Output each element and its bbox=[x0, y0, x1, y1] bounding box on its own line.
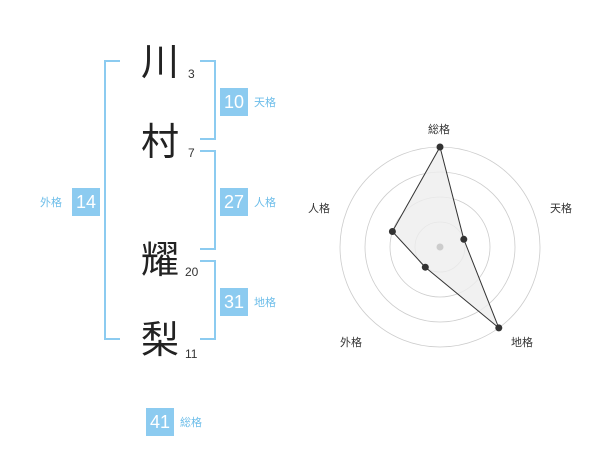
radar-axis-label-jinkaku: 人格 bbox=[308, 202, 330, 215]
radar-point-1 bbox=[436, 143, 444, 151]
radar-point-4 bbox=[421, 263, 429, 271]
chikaku-label: 地格 bbox=[254, 296, 276, 309]
name-char-3: 耀 bbox=[140, 238, 179, 282]
gaikaku-label: 外格 bbox=[40, 196, 62, 209]
radar-axis-label-gaikaku: 外格 bbox=[340, 336, 362, 349]
name-char-4: 梨 bbox=[140, 318, 179, 362]
tenkaku-bracket bbox=[200, 60, 216, 140]
radar-point-2 bbox=[460, 235, 468, 243]
name-char-1: 川 bbox=[140, 40, 179, 84]
radar-chart bbox=[339, 143, 541, 348]
name-char-1-strokes: 3 bbox=[188, 67, 195, 81]
name-char-4-strokes: 11 bbox=[185, 347, 198, 361]
jinkaku-bracket bbox=[200, 150, 216, 250]
jinkaku-badge: 27 bbox=[220, 188, 248, 216]
name-char-3-strokes: 20 bbox=[185, 265, 199, 279]
radar-axis-label-soukaku: 総格 bbox=[428, 123, 450, 136]
gaikaku-badge: 14 bbox=[72, 188, 100, 216]
radar-axis-label-tenkaku: 天格 bbox=[550, 202, 572, 215]
chikaku-bracket bbox=[200, 260, 216, 340]
soukaku-badge: 41 bbox=[146, 408, 174, 436]
jinkaku-label: 人格 bbox=[254, 196, 276, 209]
soukaku-label: 総格 bbox=[180, 416, 202, 429]
chikaku-badge: 31 bbox=[220, 288, 248, 316]
tenkaku-badge: 10 bbox=[220, 88, 248, 116]
radar-point-3 bbox=[495, 324, 503, 332]
radar-series-area bbox=[391, 145, 500, 329]
gaikaku-bracket bbox=[104, 60, 120, 340]
name-char-2: 村 bbox=[140, 120, 179, 164]
tenkaku-label: 天格 bbox=[254, 96, 276, 109]
radar-point-5 bbox=[388, 228, 396, 235]
radar-center-dot bbox=[436, 243, 444, 251]
radar-axis-label-chikaku: 地格 bbox=[511, 336, 533, 349]
name-char-2-strokes: 7 bbox=[188, 146, 195, 160]
